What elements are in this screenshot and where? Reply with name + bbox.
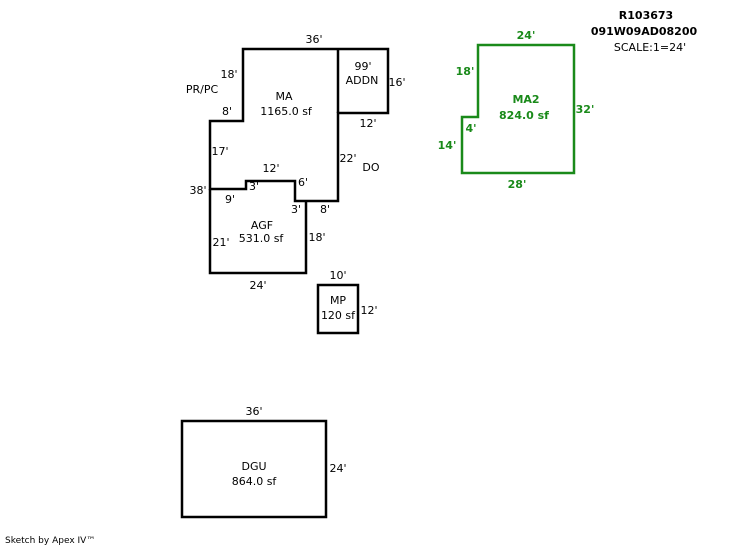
- dim-agf-left: 21': [212, 236, 229, 249]
- dim-ma-left-upper: 18': [220, 68, 237, 81]
- dim-ma-left-mid: 17': [211, 145, 228, 158]
- note-do: DO: [362, 161, 379, 174]
- area-mp-name: MP: [330, 294, 346, 307]
- dim-ma2-left-upper: 18': [456, 65, 475, 78]
- area-agf-size: 531.0 sf: [239, 232, 285, 245]
- mp-outline: [316, 283, 360, 335]
- dim-ma-left-lower: 38': [189, 184, 206, 197]
- dim-dgu-top: 36': [245, 405, 262, 418]
- dim-ma2-bottom: 28': [508, 178, 527, 191]
- area-ma2-size: 824.0 sf: [499, 109, 549, 122]
- dim-agf-notch-left: 3': [249, 180, 259, 193]
- dim-ma2-top: 24': [517, 29, 536, 42]
- dim-agf-step: 3': [291, 203, 301, 216]
- area-addn-name: ADDN: [346, 74, 379, 87]
- dim-addn-bottom: 12': [359, 117, 376, 130]
- ma2-outline: [460, 43, 576, 175]
- area-addn-size: 99': [354, 60, 371, 73]
- dim-ma-left-step: 8': [222, 105, 232, 118]
- note-prpc: PR/PC: [186, 83, 219, 96]
- dim-ma-right: 22': [339, 152, 356, 165]
- scale-label: SCALE:1=24': [614, 41, 686, 54]
- dim-agf-bottom: 24': [249, 279, 266, 292]
- dim-dgu-right: 24': [329, 462, 346, 475]
- dim-agf-step-bottom: 8': [320, 203, 330, 216]
- account-number: 091W09AD08200: [591, 25, 698, 38]
- dim-mp-top: 10': [329, 269, 346, 282]
- dim-addn-right: 16': [388, 76, 405, 89]
- dim-ma2-step: 4': [465, 122, 476, 135]
- area-dgu-name: DGU: [241, 460, 266, 473]
- area-ma-size: 1165.0 sf: [260, 105, 313, 118]
- dim-agf-notch-right: 6': [298, 176, 308, 189]
- area-mp-size: 120 sf: [321, 309, 356, 322]
- dim-agf-notch-bottom: 9': [225, 193, 235, 206]
- dim-agf-right: 18': [308, 231, 325, 244]
- area-dgu-size: 864.0 sf: [232, 475, 278, 488]
- dim-ma2-left-lower: 14': [438, 139, 457, 152]
- ma-outline: [208, 47, 390, 203]
- area-agf-name: AGF: [251, 219, 273, 232]
- dim-mp-right: 12': [360, 304, 377, 317]
- dgu-outline: [180, 419, 328, 519]
- credit-text: Sketch by Apex IV™: [5, 536, 95, 546]
- area-ma-name: MA: [275, 90, 292, 103]
- dim-ma2-right: 32': [576, 103, 595, 116]
- agf-outline: [208, 189, 308, 275]
- parcel-id: R103673: [619, 9, 673, 22]
- dim-ma-top: 36': [305, 33, 322, 46]
- area-ma2-name: MA2: [512, 93, 539, 106]
- dim-agf-notch-top: 12': [262, 162, 279, 175]
